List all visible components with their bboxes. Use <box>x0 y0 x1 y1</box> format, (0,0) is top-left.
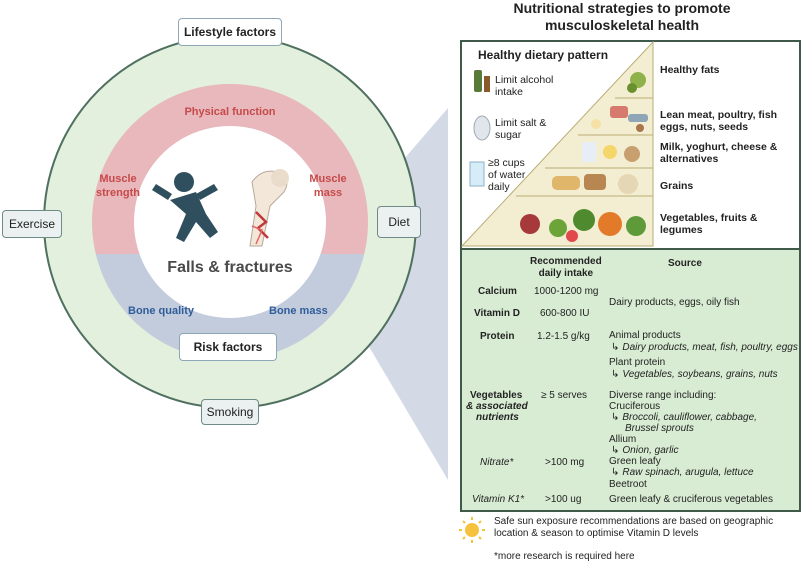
sun-icon <box>459 517 485 543</box>
protein-src1-detail-text: Dairy products, meat, fish, poultry, egg… <box>622 342 798 353</box>
tip-salt-sugar: Limit salt & sugar <box>495 117 547 141</box>
diet-label: Diet <box>377 206 421 238</box>
cruciferous-detail1-text: Broccoli, cauliflower, cabbage, <box>622 412 757 423</box>
calcium-name: Calcium <box>478 286 517 297</box>
inner-circle <box>134 126 326 318</box>
nitrate-intake: >100 mg <box>545 457 585 468</box>
tip-alcohol: Limit alcohol intake <box>495 74 554 98</box>
tier-lean-meat: Lean meat, poultry, fish eggs, nuts, see… <box>660 109 778 133</box>
sub-arrow-icon: ↳ <box>611 412 620 423</box>
allium-detail: ↳Onion, garlic <box>611 445 679 457</box>
sun-note: Safe sun exposure recommendations are ba… <box>494 516 774 539</box>
sub-arrow-icon: ↳ <box>611 445 620 456</box>
protein-src2: Plant protein <box>609 357 666 368</box>
nitrate-src2: Beetroot <box>609 479 647 490</box>
tip-water: ≥8 cups of water daily <box>488 157 526 193</box>
nitrate-name: Nitrate* <box>480 457 514 468</box>
vitamin-k1-intake: >100 ug <box>545 494 582 505</box>
physical-function-label: Physical function <box>184 106 276 118</box>
protein-src2-detail-text: Vegetables, soybeans, grains, nuts <box>622 369 778 380</box>
falling-person-icon <box>152 172 218 242</box>
vitamin-d-intake: 600-800 IU <box>540 308 590 319</box>
tier-dairy: Milk, yoghurt, cheese & alternatives <box>660 141 778 165</box>
fractured-bone-icon <box>249 169 289 247</box>
nitrate-src1-detail-text: Raw spinach, arugula, lettuce <box>622 467 754 478</box>
research-note: *more research is required here <box>494 551 635 562</box>
nutrient-table <box>460 248 801 512</box>
tier-grains: Grains <box>660 180 694 192</box>
lifestyle-factors-label: Lifestyle factors <box>178 18 282 46</box>
nitrate-src1-detail: ↳Raw spinach, arugula, lettuce <box>611 467 754 479</box>
protein-intake: 1.2-1.5 g/kg <box>537 331 590 342</box>
center-title: Falls & fractures <box>167 259 293 276</box>
pyramid-title: Healthy dietary pattern <box>478 48 609 62</box>
header-source: Source <box>668 258 702 269</box>
protein-src1: Animal products <box>609 330 681 341</box>
tier-healthy-fats: Healthy fats <box>660 64 720 76</box>
exercise-label: Exercise <box>2 210 62 238</box>
smoking-label: Smoking <box>201 399 259 425</box>
risk-factors-label: Risk factors <box>179 333 277 361</box>
vegetables-name3: nutrients <box>476 412 519 423</box>
vitamin-k1-source: Green leafy & cruciferous vegetables <box>609 494 773 505</box>
header-intake: Recommended daily intake <box>530 256 602 279</box>
cruciferous-detail1: ↳Broccoli, cauliflower, cabbage, <box>611 412 757 424</box>
vitamin-k1-name: Vitamin K1* <box>472 494 525 505</box>
pyramid-svg <box>460 40 654 247</box>
vegetables-name1: Vegetables <box>470 390 523 401</box>
sub-arrow-icon: ↳ <box>611 467 620 478</box>
sub-arrow-icon: ↳ <box>611 369 620 380</box>
muscle-strength-label: Muscle strength <box>96 173 140 199</box>
nitrate-src1: Green leafy <box>609 456 661 467</box>
protein-src1-detail: ↳Dairy products, meat, fish, poultry, eg… <box>611 342 798 354</box>
bone-mass-label: Bone mass <box>269 305 328 317</box>
vegetables-intake: ≥ 5 serves <box>541 390 588 401</box>
allium-label: Allium <box>609 434 637 445</box>
vitamin-d-name: Vitamin D <box>474 308 520 319</box>
vegetables-src-intro: Diverse range including: <box>609 390 717 401</box>
cruciferous-detail2: Brussel sprouts <box>625 423 694 434</box>
protein-src2-detail: ↳Vegetables, soybeans, grains, nuts <box>611 369 778 381</box>
vegetables-name2: & associated <box>466 401 528 412</box>
allium-detail-text: Onion, garlic <box>622 445 679 456</box>
protein-name: Protein <box>480 331 515 342</box>
calcium-intake: 1000-1200 mg <box>534 286 599 297</box>
cruciferous-label: Cruciferous <box>609 401 661 412</box>
sub-arrow-icon: ↳ <box>611 342 620 353</box>
calcium-vitd-source: Dairy products, eggs, oily fish <box>609 297 740 308</box>
muscle-mass-label: Muscle mass <box>309 173 347 199</box>
panel-title: Nutritional strategies to promote muscul… <box>513 0 731 33</box>
bone-quality-label: Bone quality <box>128 305 195 317</box>
tier-vegetables: Vegetables, fruits & legumes <box>660 212 758 236</box>
